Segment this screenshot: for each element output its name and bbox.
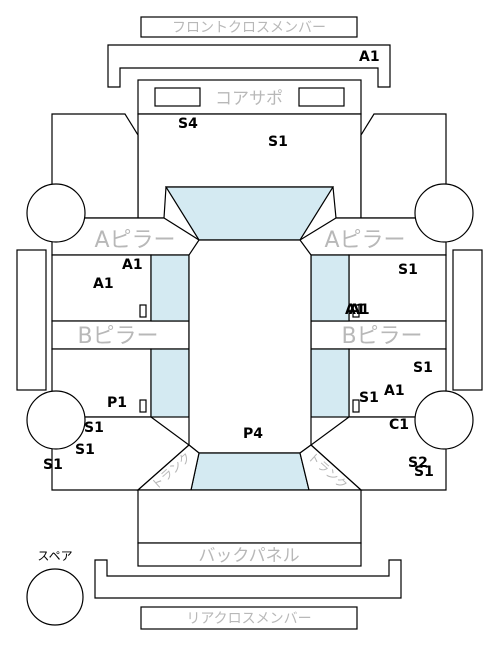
right-front-window[interactable] [310, 254, 350, 322]
left-b-pillar-label: Bピラー [77, 324, 158, 349]
code-rear-left-s1c: S1 [43, 457, 63, 473]
core-support-label: コアサポ [215, 89, 283, 109]
core-support[interactable]: コアサポ [137, 79, 362, 115]
rear-member-bracket[interactable] [94, 559, 402, 599]
code-core-s1: S1 [268, 134, 288, 150]
left-front-wheel[interactable] [26, 183, 86, 243]
core-support-right-headlight [298, 87, 345, 107]
right-front-door-handle [352, 304, 360, 318]
code-front-left-a1: A1 [122, 257, 143, 273]
code-rear-right-s2: S2 [408, 455, 428, 471]
left-rear-door-handle [139, 399, 147, 413]
code-rear-left-p1: P1 [107, 395, 127, 411]
left-a-pillar-label: Aピラー [94, 228, 175, 253]
right-b-pillar[interactable]: Bピラー [310, 320, 447, 350]
right-rear-window[interactable] [310, 348, 350, 418]
code-rear-right-a1: A1 [384, 383, 405, 399]
left-rear-wheel[interactable] [26, 390, 86, 450]
left-front-door[interactable] [51, 254, 152, 322]
trunk-lid[interactable] [137, 489, 362, 544]
front-cross-member[interactable]: フロントクロスメンバー [140, 16, 358, 38]
code-cabin-p4: P4 [243, 426, 263, 442]
left-front-window[interactable] [150, 254, 190, 322]
spare-tire-circle [26, 568, 84, 626]
right-a-pillar-label: Aピラー [324, 228, 405, 253]
core-support-left-headlight [154, 87, 201, 107]
code-right-mid-a1: A1 [345, 302, 366, 318]
code-rear-right-c1: C1 [389, 417, 409, 433]
code-front-member: A1 [359, 49, 380, 65]
right-rear-wheel[interactable] [414, 390, 474, 450]
left-rear-window[interactable] [150, 348, 190, 418]
back-panel[interactable]: バックパネル [137, 542, 362, 567]
rear-window[interactable] [190, 452, 310, 491]
front-member-bracket[interactable] [107, 44, 391, 88]
left-side-sill[interactable] [16, 249, 47, 391]
right-side-sill[interactable] [452, 249, 483, 391]
front-cross-member-label: フロントクロスメンバー [172, 20, 326, 36]
right-rear-door-handle [352, 399, 360, 413]
left-front-door-handle [139, 304, 147, 318]
spare-label: スペア [37, 549, 72, 563]
code-rear-right-s1b: S1 [359, 390, 379, 406]
right-b-pillar-label: Bピラー [341, 324, 422, 349]
code-rear-right-s1: S1 [413, 360, 433, 376]
spare-tire[interactable]: スペア [26, 549, 84, 626]
right-front-wheel[interactable] [414, 183, 474, 243]
code-rear-right-s1c: S1 [414, 464, 434, 480]
code-rear-left-s1b: S1 [75, 442, 95, 458]
left-a-pillar[interactable]: Aピラー [51, 217, 200, 256]
back-panel-label: バックパネル [198, 546, 299, 566]
code-front-right-s1: S1 [398, 262, 418, 278]
windshield[interactable] [164, 186, 335, 241]
left-b-pillar[interactable]: Bピラー [51, 320, 190, 350]
rear-cross-member[interactable]: リアクロスメンバー [140, 606, 358, 630]
code-rear-left-s1a: S1 [84, 420, 104, 436]
code-front-left-a1b: A1 [93, 276, 114, 292]
rear-cross-member-label: リアクロスメンバー [186, 611, 311, 627]
code-core-s4: S4 [178, 116, 198, 132]
code-right-mid-a1-overlap: A1 [349, 302, 370, 318]
cabin-roof[interactable] [188, 239, 312, 454]
